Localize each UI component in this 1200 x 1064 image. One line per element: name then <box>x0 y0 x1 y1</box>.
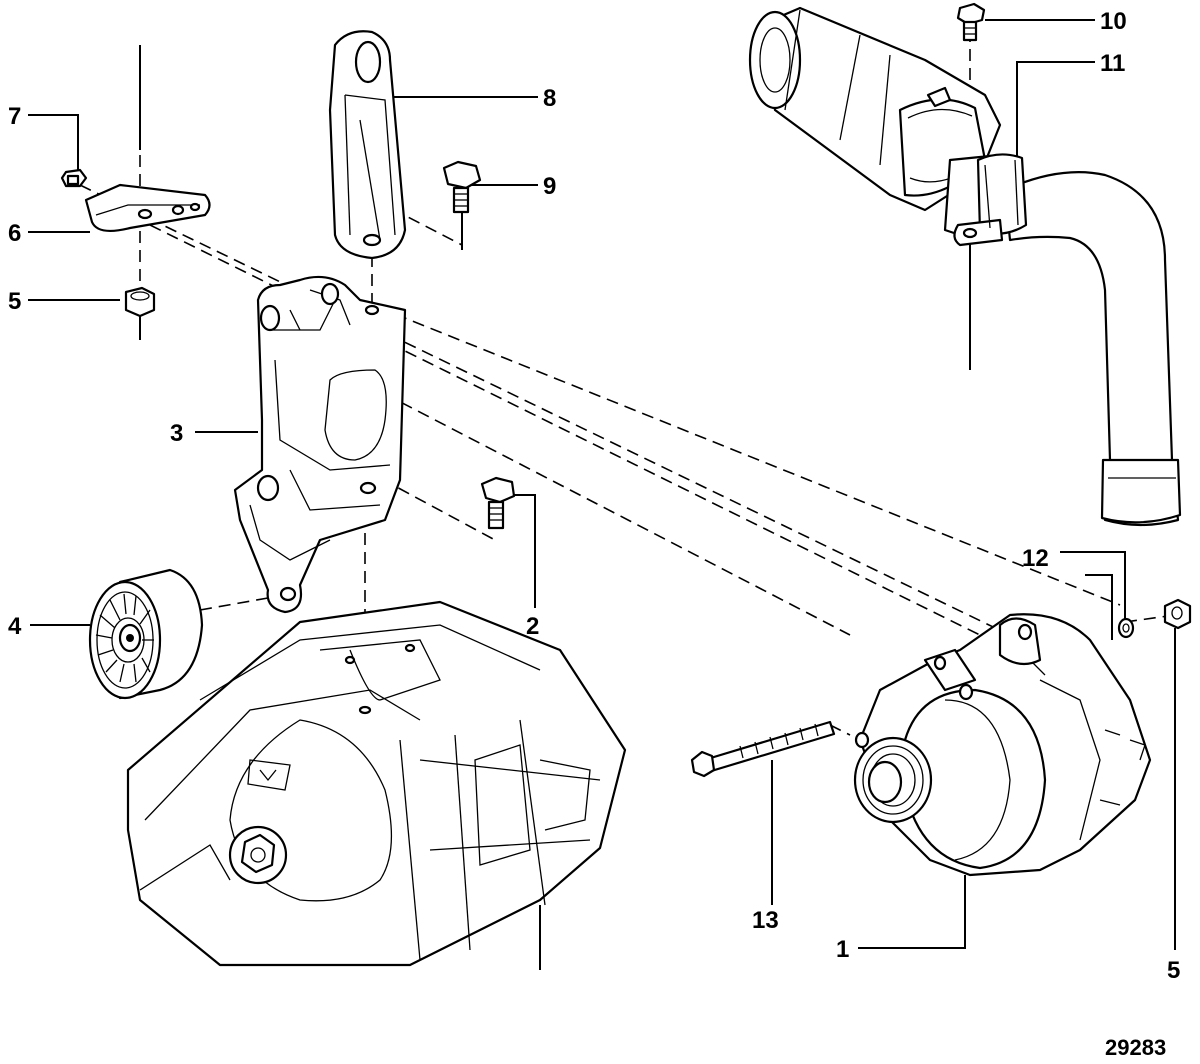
screw-part-7 <box>60 168 88 188</box>
callout-10: 10 <box>1100 8 1127 35</box>
callout-13: 13 <box>752 907 779 934</box>
callout-12: 12 <box>1022 545 1049 572</box>
callout-7: 7 <box>8 103 21 130</box>
callout-4: 4 <box>8 613 22 640</box>
air-filter <box>748 6 1017 242</box>
mounting-bracket-part-3 <box>233 275 407 614</box>
callout-6: 6 <box>8 220 21 247</box>
bracket-part-6 <box>84 183 211 233</box>
engine-block <box>126 600 627 967</box>
leader-lines <box>28 19 1176 970</box>
figure-reference-number: 29283 <box>1105 1035 1166 1060</box>
nut-part-5-left <box>124 286 156 318</box>
alternator-part-1 <box>853 613 1152 877</box>
callout-2: 2 <box>526 613 539 640</box>
idler-pulley-part-4 <box>88 568 204 700</box>
callout-11: 11 <box>1100 50 1125 77</box>
intake-hose <box>1003 171 1182 527</box>
bolt-part-9 <box>442 160 482 214</box>
callout-5: 5 <box>8 288 21 315</box>
callout-labels: 7 6 5 8 9 3 2 4 10 11 12 5 13 1 <box>8 8 1180 984</box>
bolt-part-10 <box>956 2 986 42</box>
long-bolt-part-13 <box>690 720 836 778</box>
callout-8: 8 <box>543 85 556 112</box>
callout-9: 9 <box>543 173 556 200</box>
callout-3: 3 <box>170 420 183 447</box>
bolt-part-2 <box>480 476 516 530</box>
callout-5: 5 <box>1167 957 1180 984</box>
strap-bracket-part-8 <box>328 30 407 260</box>
hose-clamp-part-11 <box>953 153 1028 247</box>
nut-part-5-right <box>1163 598 1192 630</box>
callout-1: 1 <box>836 936 849 963</box>
washer-part-12 <box>1117 617 1135 639</box>
